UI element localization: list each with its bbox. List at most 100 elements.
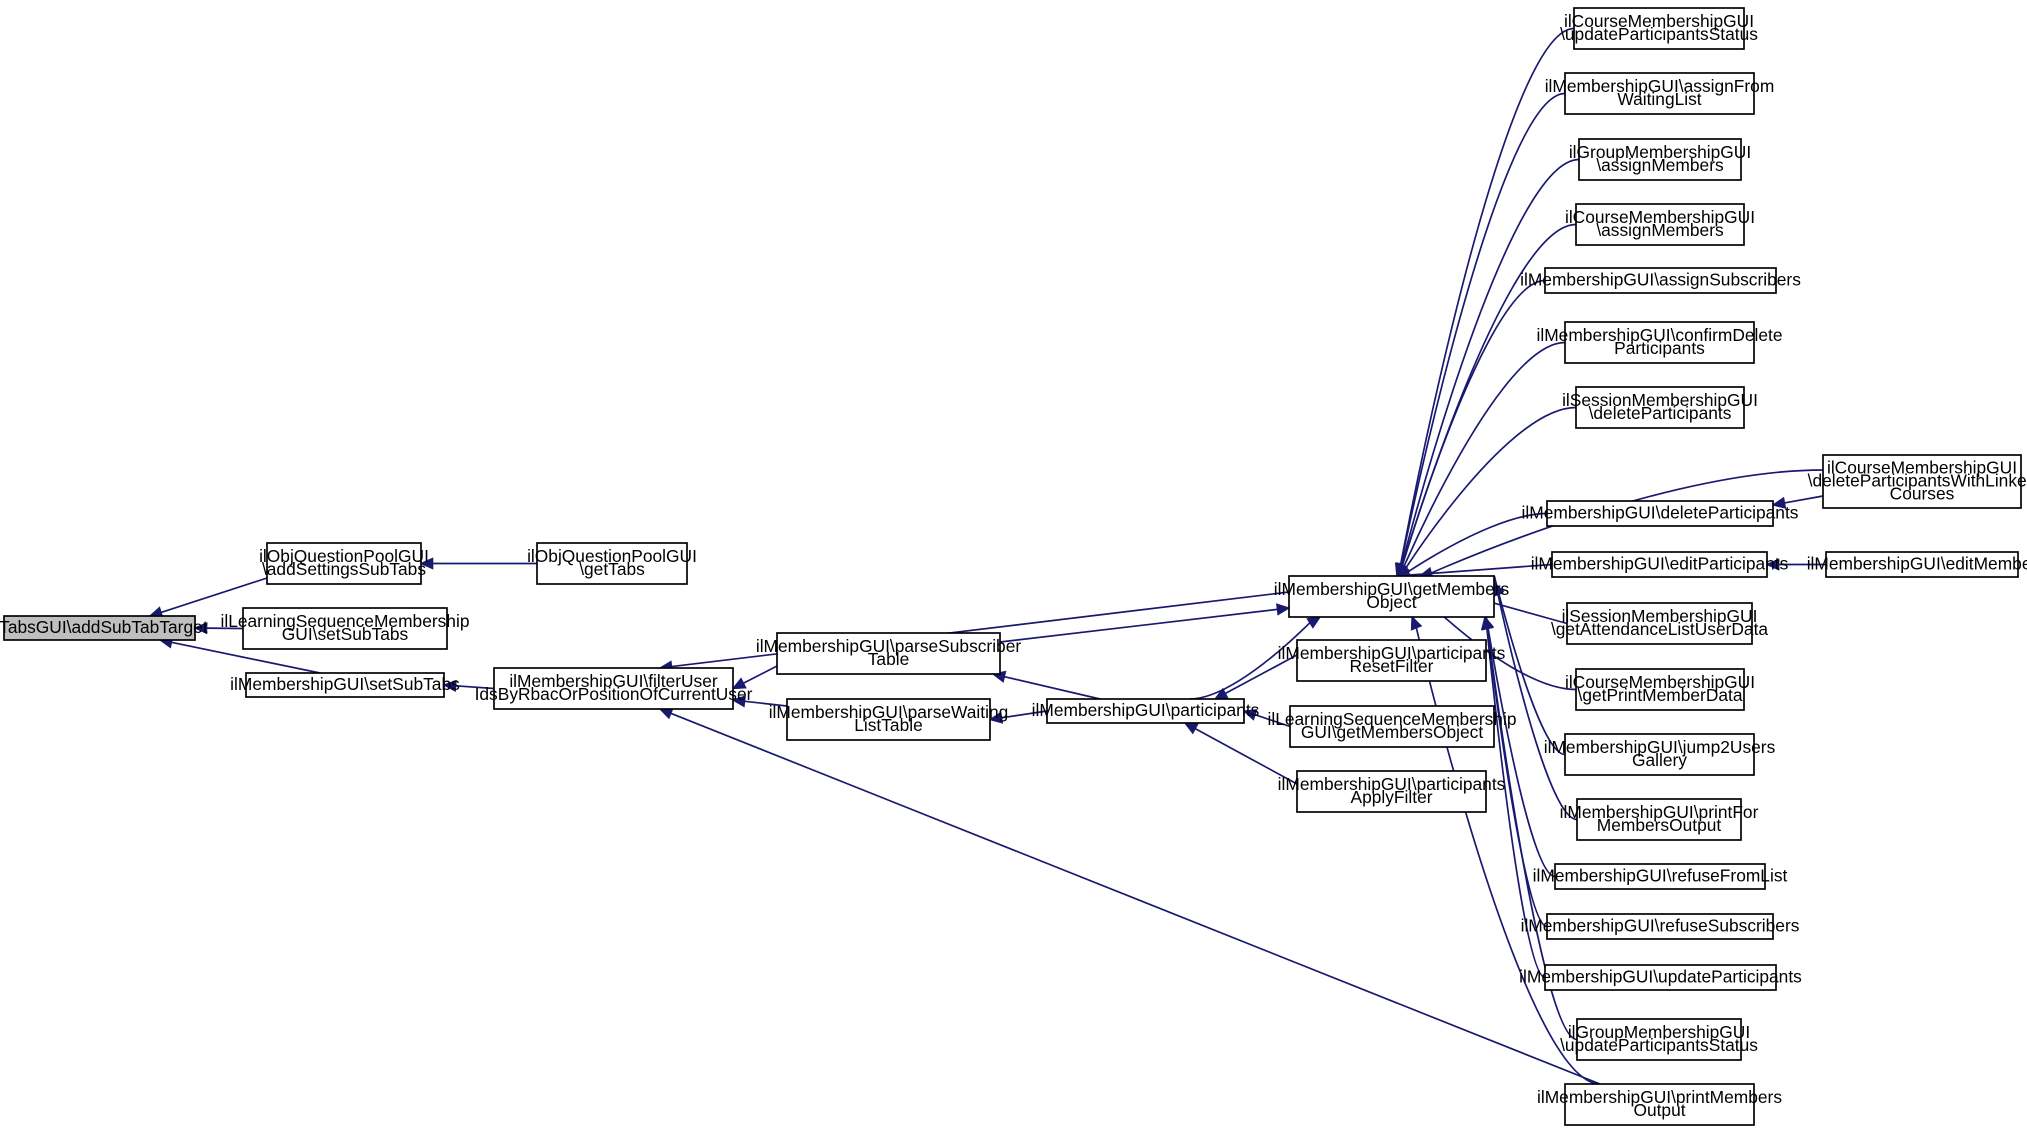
edge-parseSubscriber-to-filterUser: [743, 665, 778, 684]
node-box-m_refuseSubscribers[interactable]: [1546, 913, 1774, 940]
node-box-filterUser[interactable]: [493, 667, 734, 710]
node-box-m_updateParticipants[interactable]: [1544, 964, 1777, 991]
node-label-filterUser-line-1: ilMembershipGUI\filterUser: [509, 671, 718, 691]
node-box-s_getAttendance[interactable]: [1566, 602, 1753, 645]
node-box-parseSubscriber[interactable]: [776, 632, 1001, 675]
node-s_getAttendance[interactable]: ilSessionMembershipGUI\getAttendanceList…: [1551, 602, 1768, 645]
node-label-c_assignMembers-line-2: \assignMembers: [1596, 220, 1724, 240]
node-label-m_printMembers-line-2: Output: [1633, 1100, 1685, 1120]
arrowhead-ls_getMembersObject-to-participants: [1242, 709, 1258, 721]
node-label-ls_getMembersObject-line-1: ilLearningSequenceMembership: [1268, 709, 1517, 729]
node-box-qp_getTabs[interactable]: [536, 542, 688, 585]
node-qp_addSettings[interactable]: ilObjQuestionPoolGUI\addSettingsSubTabs: [259, 542, 429, 585]
node-g_updatePartStatus[interactable]: ilGroupMembershipGUI\updateParticipantsS…: [1560, 1018, 1758, 1061]
node-box-m_printMembers[interactable]: [1564, 1083, 1755, 1126]
node-box-participants[interactable]: [1046, 698, 1245, 724]
node-c_getPrintMember[interactable]: ilCourseMembershipGUI\getPrintMemberData: [1565, 668, 1755, 711]
node-box-root[interactable]: [3, 615, 196, 641]
node-m_confirmDelete[interactable]: ilMembershipGUI\confirmDeleteParticipant…: [1537, 321, 1783, 364]
node-label-getMembersObject-line-1: ilMembershipGUI\getMembers: [1274, 579, 1510, 599]
node-s_deleteParticipants[interactable]: ilSessionMembershipGUI\deleteParticipant…: [1562, 386, 1758, 429]
node-box-ls_getMembersObject[interactable]: [1289, 705, 1495, 748]
node-label-ls_getMembersObject-line-2: GUI\getMembersObject: [1301, 722, 1484, 742]
node-box-m_refuseFromList[interactable]: [1554, 863, 1766, 890]
edge-m_printMembers-to-filterUser: [670, 712, 1601, 1085]
arrowhead-participants-to-getMembersObject: [1306, 616, 1322, 629]
node-root[interactable]: ilTabsGUI\addSubTabTarget: [0, 615, 208, 641]
node-box-g_updatePartStatus[interactable]: [1576, 1018, 1742, 1061]
node-participants[interactable]: ilMembershipGUI\participants: [1032, 698, 1260, 724]
node-m_deleteParticipants[interactable]: ilMembershipGUI\deleteParticipants: [1522, 500, 1799, 527]
node-box-m_assignSubscribers[interactable]: [1544, 267, 1777, 294]
node-box-s_deleteParticipants[interactable]: [1575, 386, 1745, 429]
node-label-m_editParticipants-line-1: ilMembershipGUI\editParticipants: [1531, 554, 1789, 574]
node-box-m_deleteParticipants[interactable]: [1546, 500, 1774, 527]
edge-c_getPrintMember-to-getMembersObject: [1397, 572, 1577, 691]
node-label-participantsReset-line-1: ilMembershipGUI\participants: [1278, 643, 1506, 663]
node-label-m_editMember-line-1: ilMembershipGUI\editMember: [1807, 554, 2027, 574]
node-box-parseWaiting[interactable]: [786, 698, 991, 741]
arrowhead-g_updatePartStatus-to-getMembersObject: [1481, 615, 1494, 631]
node-label-g_assignMembers-line-1: ilGroupMembershipGUI: [1569, 142, 1751, 162]
node-label-participantsApply-line-1: ilMembershipGUI\participants: [1278, 774, 1506, 794]
node-ls_getMembersObject[interactable]: ilLearningSequenceMembershipGUI\getMembe…: [1268, 705, 1517, 748]
node-box-participantsReset[interactable]: [1296, 639, 1487, 682]
node-qp_getTabs[interactable]: ilObjQuestionPoolGUI\getTabs: [527, 542, 697, 585]
node-box-m_jump2Users[interactable]: [1564, 733, 1755, 776]
node-label-m_deleteParticipants-line-1: ilMembershipGUI\deleteParticipants: [1522, 503, 1799, 523]
edge-m_printFor-to-getMembersObject: [1494, 579, 1578, 821]
node-box-getMembersObject[interactable]: [1288, 575, 1495, 618]
edge-getMembersObject-to-filterUser: [671, 591, 1290, 668]
node-box-m_printFor[interactable]: [1576, 798, 1742, 841]
node-label-c_deleteLinked-line-3: Courses: [1890, 484, 1955, 504]
node-label-c_getPrintMember-line-2: \getPrintMemberData: [1578, 685, 1743, 705]
node-mem_setSubTabs[interactable]: ilMembershipGUI\setSubTabs: [230, 672, 460, 698]
node-box-mem_setSubTabs[interactable]: [245, 672, 445, 698]
node-label-m_refuseFromList-line-1: ilMembershipGUI\refuseFromList: [1533, 866, 1788, 886]
node-m_editMember[interactable]: ilMembershipGUI\editMember: [1807, 551, 2027, 578]
node-g_assignMembers[interactable]: ilGroupMembershipGUI\assignMembers: [1569, 138, 1751, 181]
node-m_refuseSubscribers[interactable]: ilMembershipGUI\refuseSubscribers: [1521, 913, 1800, 940]
node-box-ls_setSubTabs[interactable]: [242, 607, 448, 650]
edge-qp_addSettings-to-root: [160, 577, 268, 614]
node-box-m_confirmDelete[interactable]: [1564, 321, 1755, 364]
node-m_updateParticipants[interactable]: ilMembershipGUI\updateParticipants: [1519, 964, 1802, 991]
arrowhead-parseSubscriber-to-filterUser: [731, 677, 747, 690]
node-box-m_assignFromWaiting[interactable]: [1564, 72, 1755, 115]
edge-m_editParticipants-to-getMembersObject: [1408, 563, 1553, 576]
node-c_deleteLinked[interactable]: ilCourseMembershipGUI\deleteParticipants…: [1808, 454, 2027, 509]
node-box-c_assignMembers[interactable]: [1575, 203, 1745, 246]
node-getMembersObject[interactable]: ilMembershipGUI\getMembersObject: [1274, 575, 1510, 618]
node-c_assignMembers[interactable]: ilCourseMembershipGUI\assignMembers: [1565, 203, 1755, 246]
node-label-participantsApply-line-2: ApplyFilter: [1351, 787, 1433, 807]
node-box-c_deleteLinked[interactable]: [1822, 454, 2022, 509]
node-box-participantsApply[interactable]: [1296, 770, 1487, 813]
node-label-m_jump2Users-line-2: Gallery: [1632, 750, 1687, 770]
node-box-m_editParticipants[interactable]: [1551, 551, 1768, 578]
node-label-m_assignFromWaiting-line-2: WaitingList: [1617, 89, 1701, 109]
node-label-parseSubscriber-line-1: ilMembershipGUI\parseSubscriber: [756, 636, 1022, 656]
node-box-m_editMember[interactable]: [1825, 551, 2019, 578]
node-ls_setSubTabs[interactable]: ilLearningSequenceMembershipGUI\setSubTa…: [221, 607, 470, 650]
node-c_updatePartStatus[interactable]: ilCourseMembershipGUI\updateParticipants…: [1560, 7, 1758, 50]
node-m_editParticipants[interactable]: ilMembershipGUI\editParticipants: [1531, 551, 1789, 578]
node-box-c_getPrintMember[interactable]: [1575, 668, 1745, 711]
node-m_assignSubscribers[interactable]: ilMembershipGUI\assignSubscribers: [1520, 267, 1801, 294]
node-box-g_assignMembers[interactable]: [1578, 138, 1742, 181]
edge-ls_getMembersObject-to-participants: [1254, 713, 1291, 728]
arrowhead-participants-to-parseWaiting: [988, 711, 1004, 724]
node-filterUser[interactable]: ilMembershipGUI\filterUserIdsByRbacOrPos…: [475, 667, 753, 710]
arrowhead-ls_setSubTabs-to-root: [193, 621, 208, 635]
node-box-qp_addSettings[interactable]: [266, 542, 422, 585]
node-m_refuseFromList[interactable]: ilMembershipGUI\refuseFromList: [1533, 863, 1788, 890]
node-box-c_updatePartStatus[interactable]: [1573, 7, 1745, 50]
node-label-m_printFor-line-1: ilMembershipGUI\printFor: [1560, 802, 1759, 822]
